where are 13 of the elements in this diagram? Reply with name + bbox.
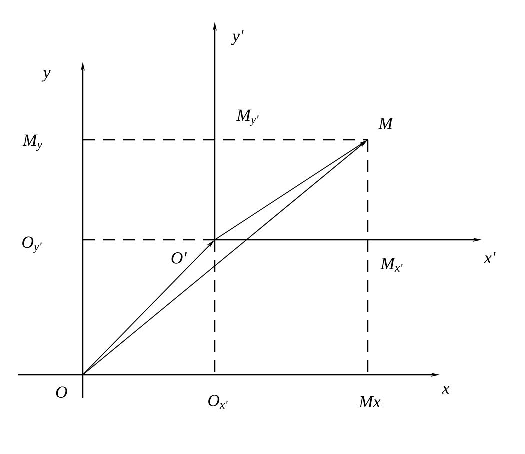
axis-label: M$_{y}$: [22, 134, 42, 152]
axis-label: O$_{x'}$: [208, 395, 228, 409]
axis-label: O$_{y'}$: [22, 236, 42, 254]
axis-label: x': [484, 252, 496, 264]
point-label: O': [172, 252, 188, 264]
axis-label: y: [42, 70, 51, 82]
point-label: M: [378, 118, 394, 130]
axis-label: Mx: [358, 396, 381, 408]
point-label: O: [56, 386, 68, 398]
axis-label: y': [230, 30, 244, 46]
axis-label: M$_{y'}$: [236, 110, 259, 126]
axis-label: x: [442, 386, 450, 394]
axis-label: M$_{x'}$: [380, 258, 403, 272]
